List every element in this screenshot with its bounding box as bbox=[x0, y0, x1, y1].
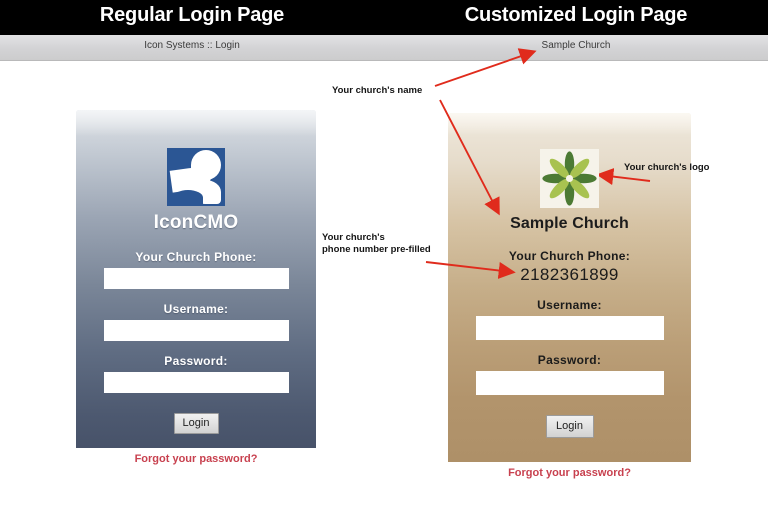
iconcmo-logo-icon bbox=[167, 148, 225, 206]
custom-username-input[interactable] bbox=[475, 316, 664, 340]
regular-username-label: Username: bbox=[163, 302, 229, 316]
regular-phone-input[interactable] bbox=[103, 268, 289, 289]
regular-login-button[interactable]: Login bbox=[173, 413, 219, 434]
custom-phone-value: 2182361899 bbox=[520, 265, 619, 284]
annotation-phone-prefilled: Your church's phone number pre-filled bbox=[322, 232, 431, 255]
custom-login-button[interactable]: Login bbox=[545, 415, 594, 438]
custom-forgot-password-link[interactable]: Forgot your password? bbox=[508, 467, 631, 479]
regular-phone-label: Your Church Phone: bbox=[135, 250, 257, 264]
page-title-customized: Customized Login Page bbox=[464, 4, 688, 26]
toolbar-title-customized: Sample Church bbox=[541, 40, 611, 51]
regular-username-input[interactable] bbox=[103, 320, 289, 341]
custom-password-input[interactable] bbox=[475, 371, 664, 395]
custom-phone-label: Your Church Phone: bbox=[508, 249, 631, 263]
regular-forgot-password-link[interactable]: Forgot your password? bbox=[134, 453, 258, 465]
church-name: Sample Church bbox=[510, 215, 629, 232]
toolbar-title-regular: Icon Systems :: Login bbox=[144, 40, 240, 51]
brand-name: IconCMO bbox=[153, 212, 239, 233]
annotation-church-name: Your church's name bbox=[332, 85, 423, 96]
annotation-church-logo: Your church's logo bbox=[624, 162, 710, 173]
header-band: Regular Login Page Customized Login Page bbox=[0, 0, 768, 35]
customized-login-panel: Sample Church Your Church Phone: 2182361… bbox=[448, 113, 691, 462]
flower-logo-icon bbox=[540, 149, 599, 208]
browser-toolbar: Icon Systems :: Login Sample Church bbox=[0, 35, 768, 61]
regular-password-label: Password: bbox=[164, 354, 228, 368]
custom-username-label: Username: bbox=[537, 298, 602, 312]
regular-password-input[interactable] bbox=[103, 372, 289, 393]
regular-login-panel: IconCMO Your Church Phone: Username: Pas… bbox=[76, 110, 316, 448]
page-title-regular: Regular Login Page bbox=[99, 4, 285, 26]
custom-password-label: Password: bbox=[537, 353, 602, 367]
